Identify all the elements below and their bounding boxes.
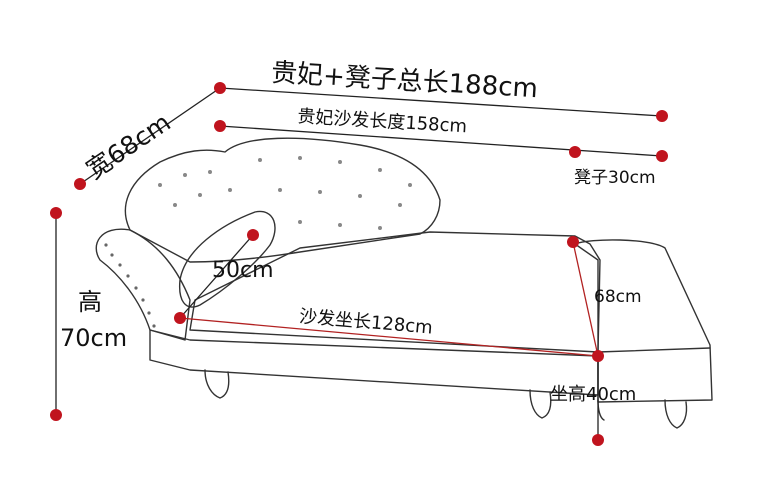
tufting-buttons (158, 156, 412, 230)
nailhead-trim (104, 243, 156, 328)
stool-depth-line (572, 241, 599, 357)
stool-depth-label: 68cm (594, 287, 642, 307)
measurement-dots (50, 82, 668, 446)
dot (656, 110, 668, 122)
bolster-pillow (178, 210, 276, 308)
dot (247, 229, 259, 241)
stool-length-label: 凳子30cm (574, 168, 656, 188)
dot (174, 312, 186, 324)
sofa-backrest (124, 137, 441, 263)
dot (50, 207, 62, 219)
sofa-arm (95, 228, 191, 341)
sofa-leg-mid (529, 389, 552, 419)
sofa-seat (189, 231, 601, 353)
pillow-label: 50cm (212, 258, 274, 283)
dot (592, 350, 604, 362)
dot (656, 150, 668, 162)
dot (214, 120, 226, 132)
width-line (79, 87, 221, 185)
dot (592, 434, 604, 446)
height-value-label: 70cm (60, 324, 128, 352)
height-char-label: 高 (78, 288, 102, 316)
chaise-length-line (219, 125, 663, 157)
dot (569, 146, 581, 158)
seat-height-label: 坐高40cm (550, 384, 637, 405)
seat-length-line (179, 317, 599, 357)
dot (74, 178, 86, 190)
pillow-line (179, 234, 254, 319)
stool-leg-right (664, 399, 688, 429)
sofa-leg-left (204, 369, 230, 399)
dot (567, 236, 579, 248)
dot (214, 82, 226, 94)
stool-body (574, 239, 713, 403)
total-length-line (219, 87, 663, 117)
dot (50, 409, 62, 421)
stool-top-edge (597, 347, 711, 353)
